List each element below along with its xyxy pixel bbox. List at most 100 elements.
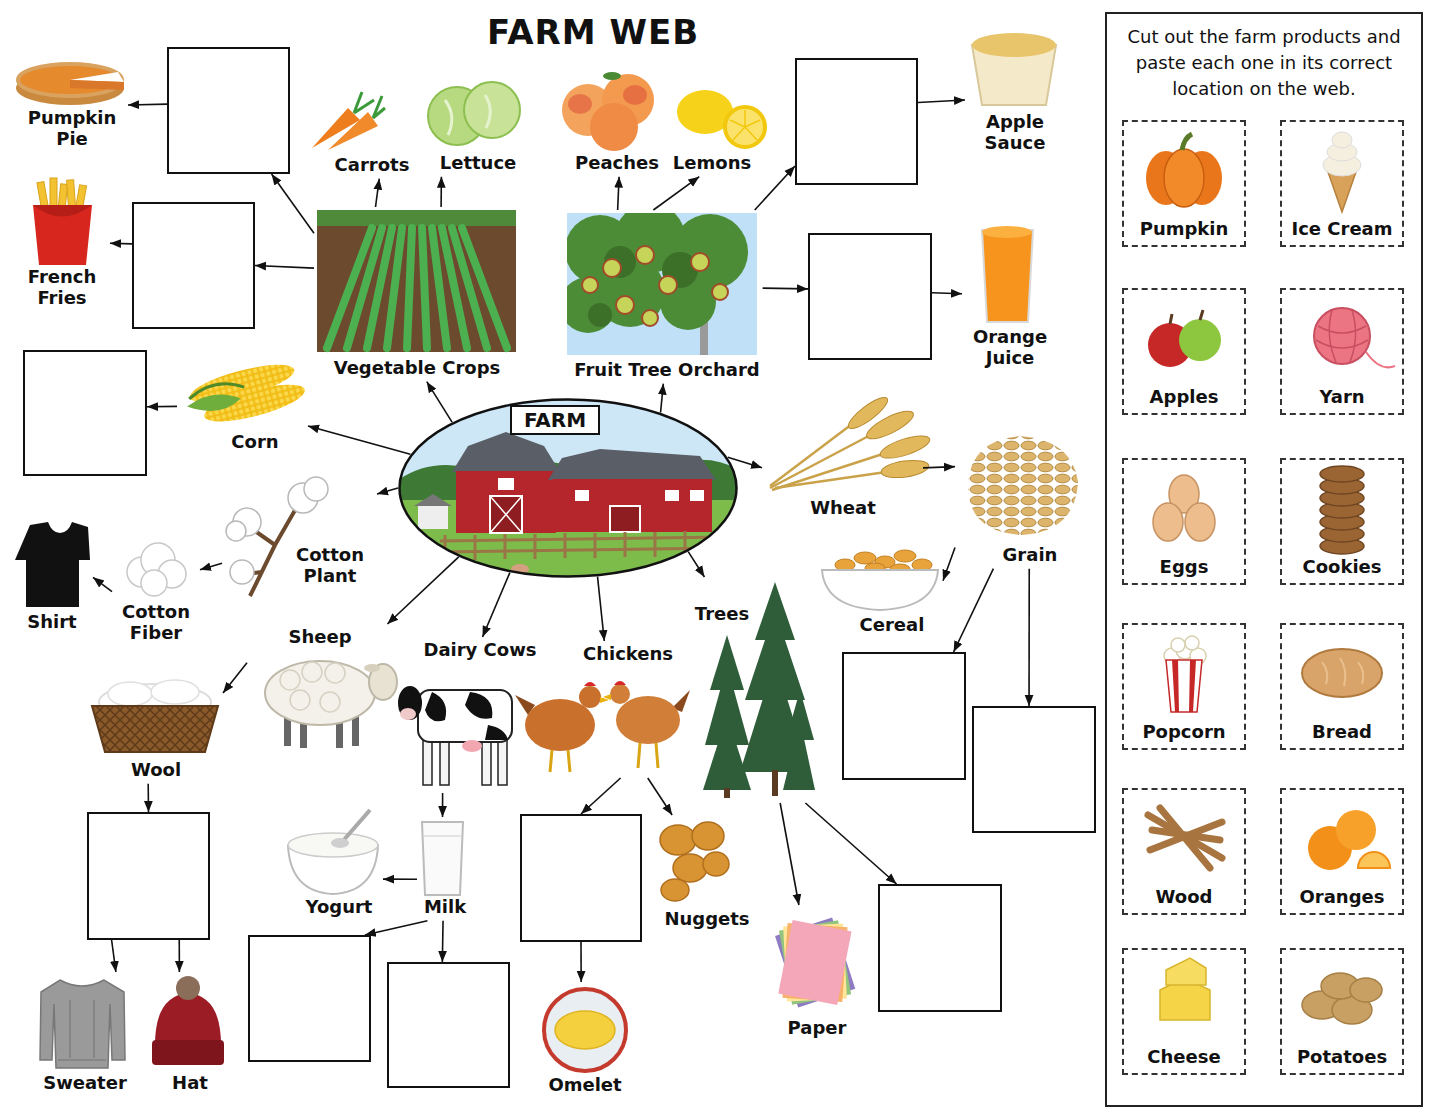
grain-picture [968,436,1078,535]
oranges-card-picture [1358,852,1390,868]
cut-out-panel: PumpkinIce CreamApplesYarnEggsCookiesPop… [1105,12,1423,1107]
barn-scene [690,490,704,501]
milk-picture [423,835,462,837]
wool-picture [151,680,199,704]
wool-picture [108,682,152,706]
web-item: Lemons [670,77,768,177]
french-fries-picture [33,178,92,265]
web-item: Cotton Plant [222,475,377,601]
web-item: Nuggets [652,815,753,933]
web-item: Omelet [537,982,633,1099]
sheep-picture [280,670,300,690]
wheat-picture [770,418,860,486]
wheat-picture [878,431,932,462]
connector-arrow [932,293,962,294]
omelet-picture [544,989,626,1071]
product-label: Ice Cream [1282,218,1402,240]
answer-box [520,814,642,942]
orchard-picture [604,246,636,278]
cut-out-card: Cheese [1122,948,1246,1075]
connector-arrow [923,467,955,468]
connector-arrow [200,563,222,570]
vegetable-field-picture [317,210,516,352]
eggs-card-picture [1153,503,1183,541]
answer-box [795,58,918,185]
answer-box [878,884,1002,1012]
answer-box [842,652,966,780]
connector-arrow [728,457,762,468]
product-label: Cheese [1124,1046,1244,1068]
orchard-picture [560,203,757,355]
web-item: Carrots [302,82,412,179]
yogurt-picture [342,810,370,842]
lemons-picture [725,107,765,147]
vegetable-field-picture [317,210,516,226]
answer-box [167,47,290,174]
sheep-picture [265,661,397,748]
sheep-picture [280,662,345,712]
vegetable-field-picture [422,228,427,348]
product-label: Eggs [1124,556,1244,578]
cereal-picture [822,570,938,610]
item-label: Wool [131,760,181,781]
cotton-plant-picture [304,477,328,501]
connector-arrow [653,177,699,210]
cow-picture [418,690,512,742]
popcorn-card-picture [1185,636,1199,650]
yogurt-picture [288,810,378,894]
answer-box [132,202,255,329]
orchard-picture [642,310,658,326]
barn-scene [548,449,716,480]
trees-picture [783,720,815,790]
wheat-picture [845,393,892,433]
web-item: Sweater [37,972,130,1097]
cereal-picture [854,552,876,564]
instructions: Cut out the farm products and paste each… [1114,24,1414,102]
ice-cream-card-picture [1332,132,1352,148]
wool-picture [92,706,218,752]
corn-picture [186,388,242,418]
wood-card-picture [1148,815,1222,858]
orchard-picture [691,253,709,271]
item-label: Corn [231,432,278,453]
item-label: Chickens [583,644,673,665]
cookies-card-picture [1320,466,1364,482]
cut-out-card: Oranges [1280,788,1404,915]
web-item: Orange Juice [962,222,1058,371]
hat-picture [152,976,224,1065]
chickens-picture [616,696,680,744]
orchard-picture [616,296,634,314]
barn-scene [440,531,725,560]
peaches-picture [562,72,654,151]
product-label: Yarn [1282,386,1402,408]
connector-arrow [377,488,398,494]
lemons-picture [730,110,760,140]
answer-box [87,812,210,940]
web-item: Wheat [762,402,923,522]
item-label: Lemons [673,153,751,174]
connector-arrow [112,940,116,972]
wood-card-picture [1148,808,1222,868]
hat-picture [176,976,200,1000]
pumpkin-pie-picture [70,80,124,90]
orchard-picture [712,284,728,300]
orchard-picture [582,246,728,326]
corn-picture [187,378,244,402]
cut-out-card: Bread [1280,623,1404,750]
lettuce-picture [464,82,520,138]
potatoes-card-picture [1350,978,1382,1002]
farm-label: FARM [510,405,600,435]
cow-picture [398,686,512,785]
cereal-picture [894,550,916,562]
orchard-picture [567,213,748,333]
barn-scene [610,506,640,532]
ice-cream-card-picture [1328,172,1356,212]
apples-card-picture [1170,310,1203,324]
item-label: Sweater [43,1073,127,1094]
page-title: FARM WEB [487,12,699,53]
cereal-picture [822,550,938,610]
item-label: Milk [424,897,466,918]
web-item: Corn [177,357,308,456]
chickens-picture [515,681,690,772]
